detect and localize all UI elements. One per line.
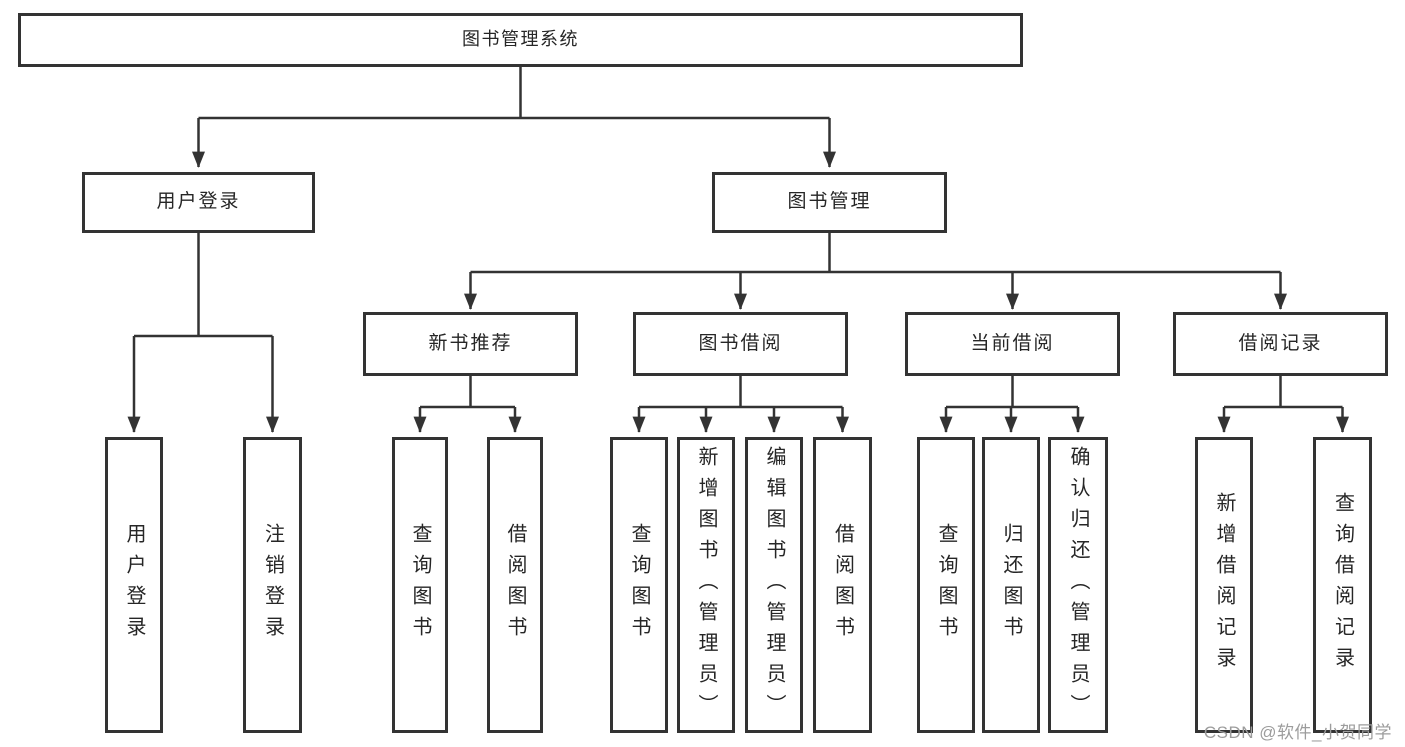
node-leaf-add-borrow-record: 新增借阅记录: [1195, 437, 1253, 733]
csdn-watermark: CSDN @软件_小贺同学: [1203, 723, 1392, 742]
node-root-library-management-system: 图书管理系统: [18, 13, 1023, 67]
node-leaf-query-books-recommend: 查询图书: [392, 437, 448, 733]
node-leaf-return-book: 归还图书: [982, 437, 1040, 733]
node-leaf-logout: 注销登录: [243, 437, 302, 733]
node-current-borrowing: 当前借阅: [905, 312, 1120, 376]
node-user-login-branch: 用户登录: [82, 172, 315, 233]
node-leaf-add-book-admin: 新增图书（管理员）: [677, 437, 735, 733]
node-leaf-borrow-books: 借阅图书: [813, 437, 872, 733]
node-leaf-query-books-current: 查询图书: [917, 437, 975, 733]
node-leaf-confirm-return-admin: 确认归还（管理员）: [1048, 437, 1108, 733]
node-leaf-query-borrow-record: 查询借阅记录: [1313, 437, 1372, 733]
node-leaf-edit-book-admin: 编辑图书（管理员）: [745, 437, 803, 733]
node-book-management-branch: 图书管理: [712, 172, 947, 233]
node-book-borrowing: 图书借阅: [633, 312, 848, 376]
node-leaf-borrow-books-recommend: 借阅图书: [487, 437, 543, 733]
node-new-book-recommend: 新书推荐: [363, 312, 578, 376]
node-leaf-user-login: 用户登录: [105, 437, 163, 733]
node-leaf-query-books-borrowing: 查询图书: [610, 437, 668, 733]
node-borrowing-records: 借阅记录: [1173, 312, 1388, 376]
